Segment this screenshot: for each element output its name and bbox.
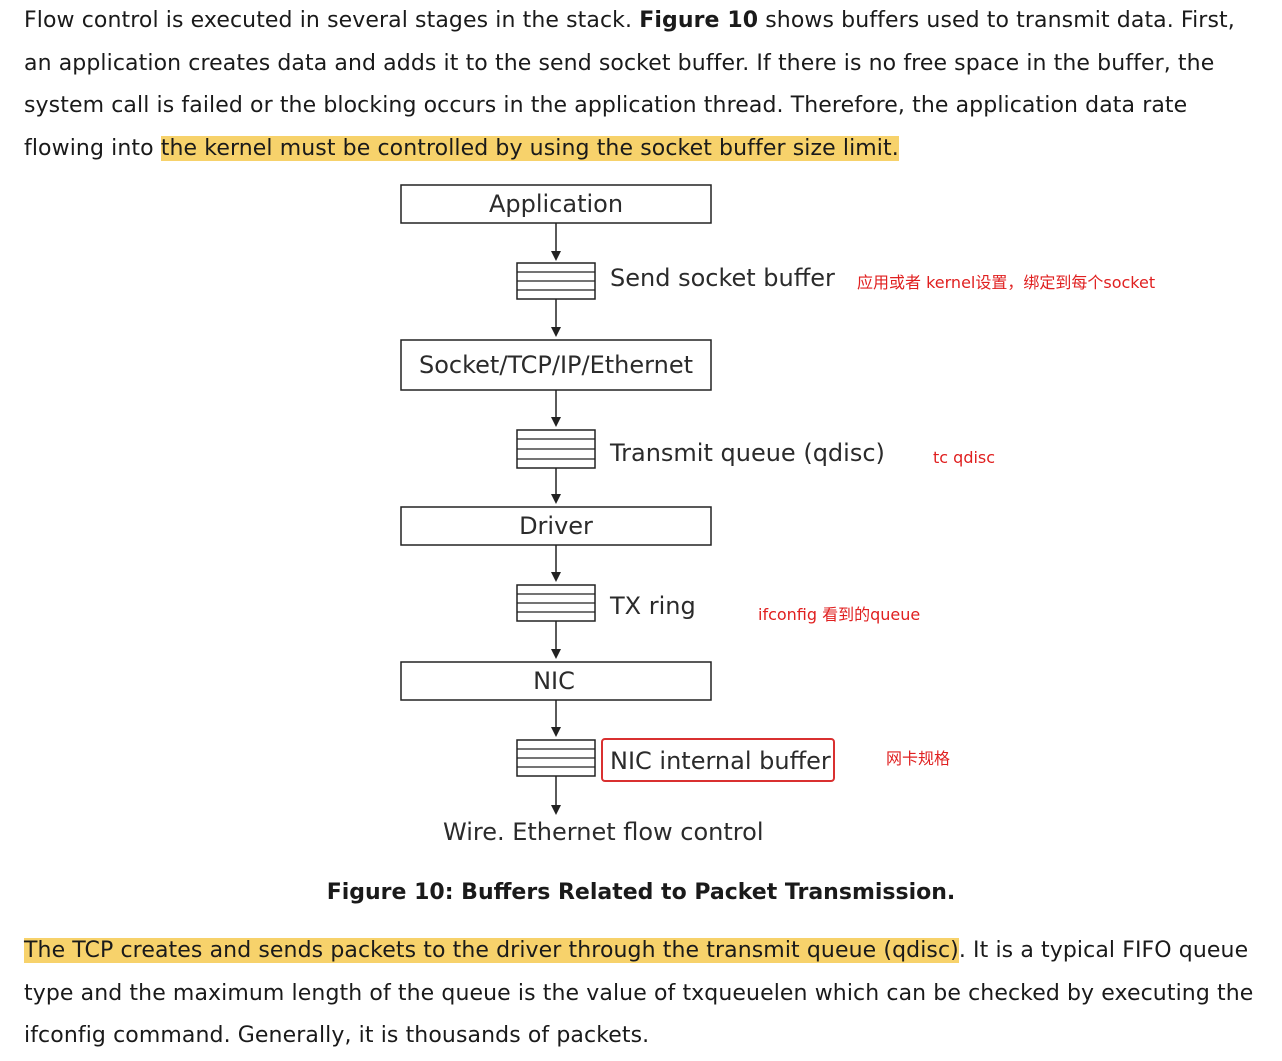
tx-ring-icon <box>516 584 596 622</box>
transmit-queue-icon <box>516 429 596 469</box>
application-label: Application <box>489 190 623 218</box>
nic-internal-buffer-label: NIC internal buffer <box>610 747 831 775</box>
highlighted-text: the kernel must be controlled by using t… <box>160 135 899 161</box>
paragraph-text: Flow control is executed in several stag… <box>24 8 640 33</box>
send-socket-buffer-label: Send socket buffer <box>610 264 835 292</box>
paragraph-text: shows buffers used to transmit data. Fir… <box>24 8 1235 161</box>
wire-label: Wire. Ethernet flow control <box>443 818 764 846</box>
send-socket-buffer-icon <box>516 262 596 300</box>
figure-reference: Figure 10 <box>639 8 759 33</box>
driver-label: Driver <box>519 512 593 540</box>
buffers-diagram: Application Send socket buffer 应用或者 kern… <box>400 184 1155 846</box>
nic-buffer-highlight-box <box>601 738 835 782</box>
driver-box: Driver <box>400 506 712 546</box>
tx-ring-label: TX ring <box>609 592 696 620</box>
application-box: Application <box>400 184 712 224</box>
nic-internal-buffer-icon <box>516 739 596 777</box>
paragraph-tcp: The TCP creates and sends packets to the… <box>24 930 1264 1058</box>
paragraph-flow-control: Flow control is executed in several stag… <box>24 0 1264 170</box>
transmit-queue-note: tc qdisc <box>933 448 995 467</box>
figure-caption: Figure 10: Buffers Related to Packet Tra… <box>326 880 956 905</box>
send-socket-note: 应用或者 kernel设置，绑定到每个socket <box>857 273 1155 292</box>
socket-stack-box: Socket/TCP/IP/Ethernet <box>400 339 712 391</box>
tx-ring-note: ifconfig 看到的queue <box>758 605 920 624</box>
transmit-queue-label: Transmit queue (qdisc) <box>609 439 885 467</box>
paragraph-text: . It is a typical FIFO queue type and th… <box>24 938 1254 1048</box>
socket-stack-label: Socket/TCP/IP/Ethernet <box>419 351 693 379</box>
highlighted-text: The TCP creates and sends packets to the… <box>24 938 959 963</box>
nic-internal-note: 网卡规格 <box>886 749 950 768</box>
nic-box: NIC <box>400 661 712 701</box>
nic-label: NIC <box>533 667 575 695</box>
